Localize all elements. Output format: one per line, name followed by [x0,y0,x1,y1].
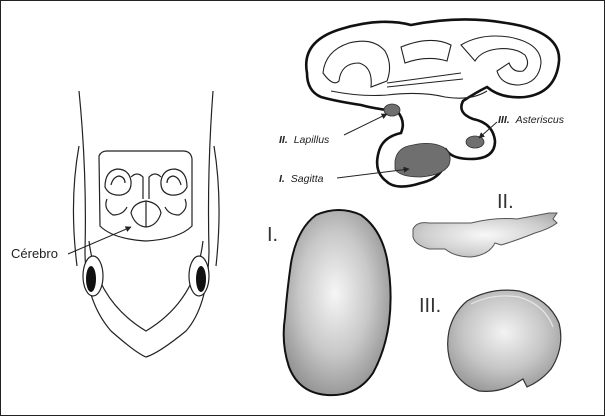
label-sagitta-num: I. [279,173,285,185]
label-lapillus-line: II. Lapillus [279,134,330,146]
label-lapillus-name: Lapillus [294,134,330,146]
label-lapillus-num: II. [279,134,288,146]
asteriscus-otolith [448,290,561,391]
label-asteriscus-name: Asteriscus [515,114,565,126]
lapillus-arrow [344,114,387,135]
sagitta-otolith [284,210,391,395]
lapillus-otolith [413,213,557,257]
brain-label: Cérebro [11,246,58,261]
inner-ear-drawing [306,19,559,186]
label-asteriscus-line: III. Asteriscus [498,114,565,126]
label-sagitta-name: Sagitta [291,173,324,185]
sagitta-numeral: I. [267,224,278,246]
brain-arrow [68,227,131,254]
right-eye-icon [196,266,206,292]
left-eye-icon [86,266,96,292]
lapillus-numeral: II. [497,191,514,213]
label-asteriscus-num: III. [498,114,510,126]
asteriscus-numeral: III. [419,295,441,317]
fish-head-drawing [73,91,219,357]
label-sagitta-line: I. Sagitta [279,173,324,185]
